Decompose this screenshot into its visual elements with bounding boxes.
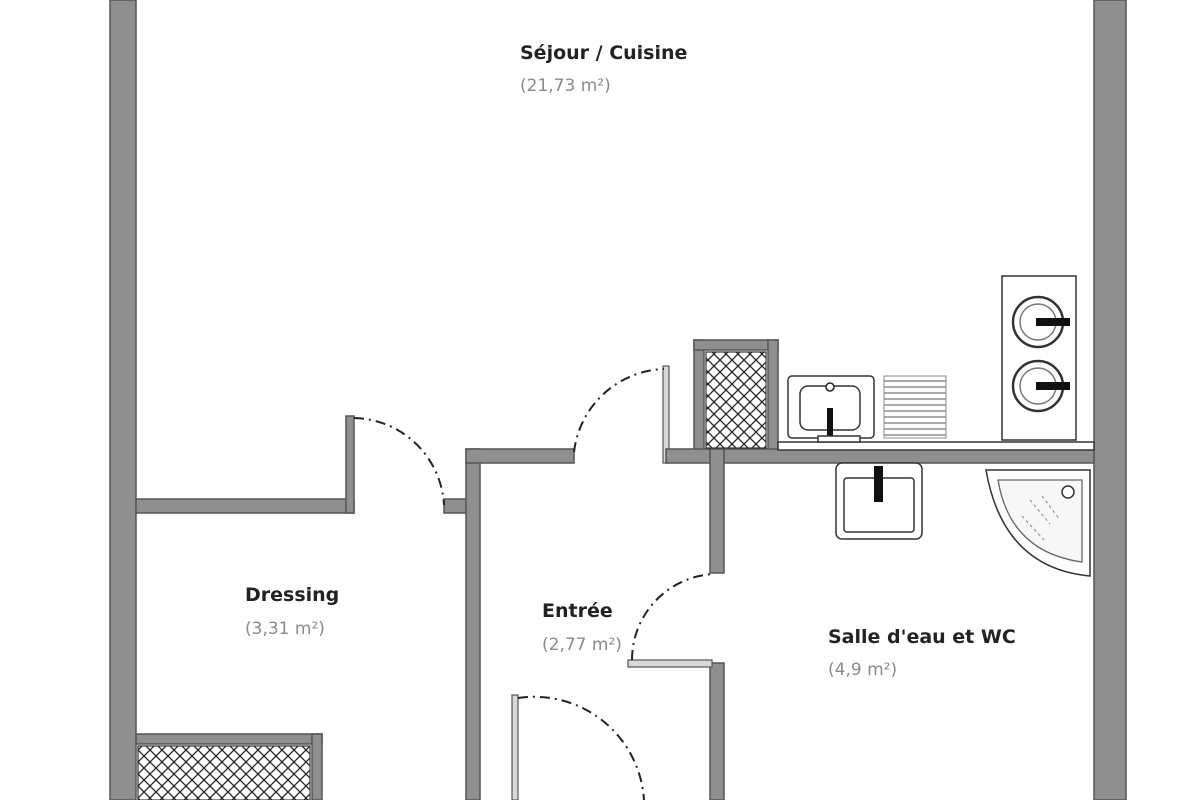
storage-dressing-hatch bbox=[137, 745, 311, 800]
wall-cupboard-top bbox=[135, 733, 323, 745]
room-name-dressing: Dressing bbox=[245, 584, 340, 606]
door-arc-sejour bbox=[573, 368, 665, 453]
wall-entree-top-left bbox=[465, 448, 575, 464]
door-arc-sde bbox=[630, 573, 715, 661]
wall-niche-top bbox=[693, 339, 779, 351]
door-arc-front bbox=[517, 695, 645, 800]
wall-dressing-jamb bbox=[345, 415, 355, 514]
wall-dressing-stub bbox=[443, 498, 469, 514]
front-door-leaf bbox=[511, 694, 519, 800]
shower-icon bbox=[985, 469, 1091, 577]
cooktop-icon bbox=[1001, 275, 1077, 441]
wall-niche-right bbox=[767, 339, 779, 451]
room-area-dressing: (3,31 m²) bbox=[245, 619, 325, 639]
door-arc-dressing bbox=[353, 417, 445, 506]
wall-dressing-top bbox=[135, 498, 355, 514]
wall-entree-left bbox=[465, 448, 481, 800]
room-area-entree: (2,77 m²) bbox=[542, 635, 622, 655]
room-area-sejour: (21,73 m²) bbox=[520, 76, 611, 96]
room-area-sde: (4,9 m²) bbox=[828, 660, 898, 680]
wall-sde-top bbox=[665, 448, 1095, 464]
wall-sde-left-upper bbox=[709, 448, 725, 574]
room-name-sejour: Séjour / Cuisine bbox=[520, 42, 688, 64]
wall-sde-door-leaf bbox=[627, 659, 713, 668]
kitchen-sink-icon bbox=[787, 375, 875, 443]
washbasin-icon bbox=[835, 462, 923, 540]
room-name-sde: Salle d'eau et WC bbox=[828, 626, 1016, 648]
kitchen-counter bbox=[777, 441, 1095, 451]
wall-cupboard-right bbox=[311, 733, 323, 800]
storage-niche-hatch bbox=[705, 351, 767, 449]
wall-sde-left-lower bbox=[709, 662, 725, 800]
wall-niche-left bbox=[693, 339, 705, 451]
wall-exterior-right bbox=[1093, 0, 1127, 800]
room-name-entree: Entrée bbox=[542, 600, 613, 622]
kitchen-drainer-icon bbox=[883, 375, 947, 439]
wall-exterior-left bbox=[109, 0, 137, 800]
